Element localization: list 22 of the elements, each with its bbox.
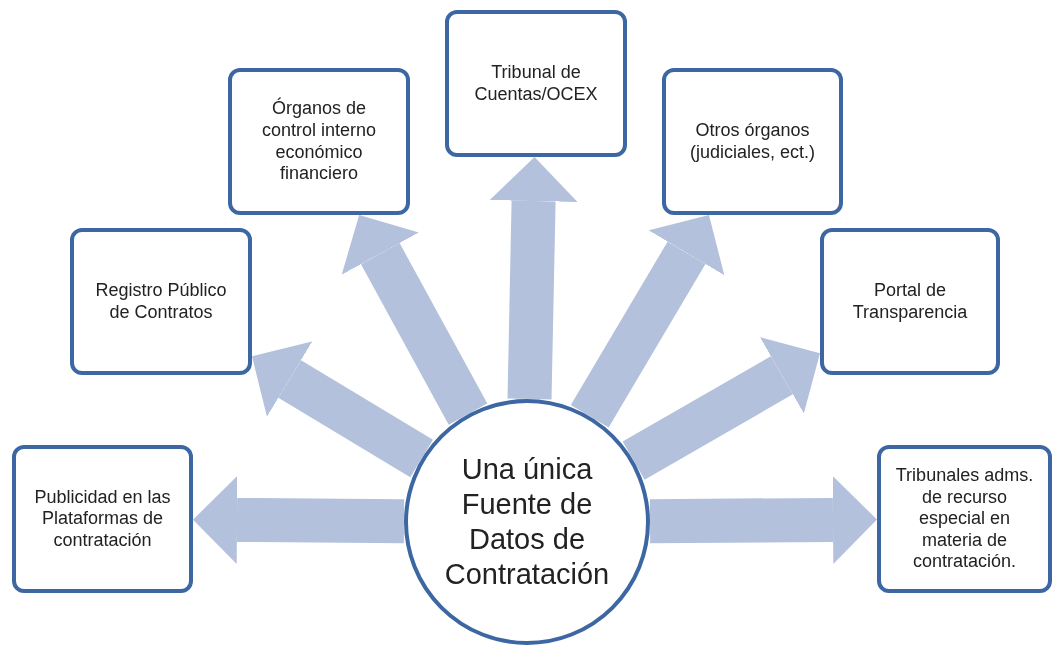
destination-box: [445, 10, 627, 157]
block-arrow: [341, 215, 488, 425]
destination-box: [12, 445, 193, 593]
destination-box: [228, 68, 410, 215]
node-label: Portal de Transparencia: [851, 279, 969, 324]
block-arrow: [649, 475, 877, 564]
node-label: Registro Público de Contratos: [94, 279, 228, 324]
node-label: Otros órganos (judiciales, ect.): [688, 119, 816, 164]
destination-box: [820, 228, 1000, 375]
destination-box: [70, 228, 252, 375]
block-arrow: [570, 215, 725, 428]
block-arrow: [489, 157, 578, 400]
block-arrow: [622, 337, 820, 480]
node-label: Órganos de control interno económico financiero: [260, 98, 378, 185]
block-arrow: [193, 475, 405, 564]
destination-box: [877, 445, 1052, 593]
node-label: Publicidad en las Plataformas de contratación: [33, 486, 172, 552]
node-label: Una única Fuente de Datos de Contratación: [443, 452, 611, 592]
block-arrow: [252, 341, 434, 478]
destination-box: [662, 68, 843, 215]
node-label: Tribunales adms. de recurso especial en materia de contratación.: [894, 465, 1035, 573]
node-label: Tribunal de Cuentas/OCEX: [473, 61, 599, 106]
